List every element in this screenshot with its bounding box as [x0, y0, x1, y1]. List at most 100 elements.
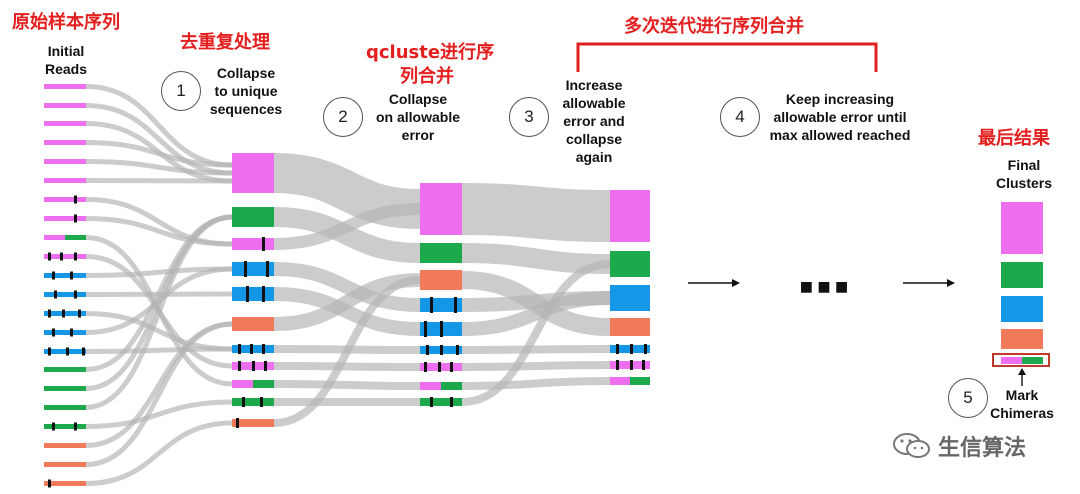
collapse-allowable-label: Collapse on allowable error [366, 90, 470, 144]
initial-read-6 [44, 178, 86, 183]
annotation-final-result: 最后结果 [978, 128, 1050, 149]
unique-pink-chim-mark-3 [264, 361, 267, 371]
flow-initial-8 [85, 216, 233, 247]
inc-line2: allowable [562, 95, 626, 111]
chimera-highlight-box [992, 353, 1050, 367]
initial-read-22-mark-1 [48, 479, 51, 488]
final-clusters-label: Final Clusters [986, 156, 1062, 192]
flow-initial-5 [85, 159, 233, 176]
allow-line3: error [401, 127, 435, 143]
allow-line2: on allowable [375, 109, 460, 125]
initial-read-8-mark-1 [74, 214, 77, 223]
initial-read-11 [44, 273, 86, 278]
read-bars [44, 84, 1043, 486]
initial-read-13-mark-2 [62, 309, 65, 318]
flow-initial-4 [85, 140, 233, 168]
inc-line3: error and [563, 113, 625, 129]
unique-pink-chim-mark-1 [238, 361, 241, 371]
unique-blue-3-mark-3 [262, 344, 265, 354]
initial-read-13-mark-3 [78, 309, 81, 318]
unique-blue-2 [232, 287, 274, 301]
collapse-unique-label: Collapse to unique sequences [198, 64, 294, 118]
final-chimera-left [1001, 357, 1022, 364]
initial-read-21 [44, 462, 86, 467]
initial-read-3 [44, 121, 86, 126]
unique-pink-green-right [253, 380, 274, 388]
annotation-qcluster-1: qcluste进行序 [366, 42, 495, 63]
step-4-badge: 4 [720, 97, 760, 137]
unique-pink-variant [232, 238, 274, 250]
increase-error-label: Increase allowable error and collapse ag… [550, 76, 638, 166]
increase-pink-green-right [630, 377, 650, 385]
unique-blue-1 [232, 262, 274, 276]
initial-read-10-mark-2 [60, 252, 63, 261]
increase-blue-var-mark-2 [630, 344, 633, 354]
unique-pink-chim-mark-2 [252, 361, 255, 371]
flow-unique-11 [273, 276, 421, 427]
allow-pink-chim-mark-2 [438, 362, 441, 372]
initial-read-22 [44, 481, 86, 486]
keep-line3: max allowed reached [769, 127, 911, 143]
initial-read-16 [44, 367, 86, 372]
unique-blue-2-mark-1 [246, 286, 249, 302]
flow-initial-15 [85, 346, 233, 354]
increase-orange-cluster [610, 318, 650, 336]
initial-read-18 [44, 405, 86, 410]
allow-orange-cluster [420, 270, 462, 290]
initial-read-8 [44, 216, 86, 221]
initial-read-19 [44, 424, 86, 429]
allow-blue-2-mark-2 [440, 321, 443, 337]
initial-read-13-mark-1 [48, 309, 51, 318]
initial-read-1 [44, 84, 86, 89]
mark-chimeras-label: Mark Chimeras [982, 386, 1062, 422]
chimera-arrow [1018, 368, 1026, 386]
flow-allow-5 [461, 291, 611, 336]
initial-read-12-mark-1 [54, 290, 57, 299]
flow-bands [85, 84, 611, 486]
initial-read-11-mark-1 [52, 271, 55, 280]
step-1-badge: 1 [161, 71, 201, 111]
arrow-right-2 [903, 279, 955, 287]
initial-read-12 [44, 292, 86, 297]
flow-allow-1 [461, 183, 611, 242]
final-line1: Final [1007, 157, 1041, 173]
initial-line2: Reads [44, 61, 88, 77]
increase-pink-chim-mark-3 [642, 360, 645, 370]
allow-pink-green-right [441, 382, 462, 390]
allow-blue-3-mark-3 [456, 345, 459, 355]
mark-line2: Chimeras [990, 405, 1054, 421]
annotation-dedup: 去重复处理 [180, 32, 270, 53]
initial-read-12-mark-2 [74, 290, 77, 299]
flow-unique-8 [273, 362, 421, 371]
final-pink-cluster [1001, 202, 1043, 254]
initial-read-15 [44, 349, 86, 354]
unique-green-cluster [232, 207, 274, 227]
arrow-right-1 [688, 279, 740, 287]
unique-blue-1-mark-1 [244, 261, 247, 277]
unique-orange [232, 317, 274, 331]
increase-pink-cluster [610, 190, 650, 242]
unique-pink-green-left [232, 380, 253, 388]
initial-read-15-mark-3 [82, 347, 85, 356]
unique-blue-1-mark-2 [266, 261, 269, 277]
flow-initial-18 [85, 214, 233, 410]
flow-unique-4 [273, 262, 421, 312]
allow-green-2 [420, 398, 462, 406]
allow-line1: Collapse [388, 91, 448, 107]
keep-increasing-label: Keep increasing allowable error until ma… [756, 90, 924, 144]
wechat-icon [893, 433, 930, 458]
flow-initial-6 [85, 178, 233, 184]
unique-green-2-mark-2 [260, 397, 263, 407]
watermark-text: 生信算法 [938, 436, 1027, 461]
initial-read-20 [44, 443, 86, 448]
unique-blue-3-mark-2 [250, 344, 253, 354]
flow-unique-1 [273, 153, 421, 229]
initial-read-14-mark-1 [52, 328, 55, 337]
inc-line1: Increase [565, 77, 623, 93]
unique-orange-2-mark-1 [236, 418, 239, 428]
flow-initial-21 [85, 321, 233, 467]
keep-line1: Keep increasing [785, 91, 895, 107]
flow-allow-2 [461, 243, 611, 274]
initial-read-10 [44, 254, 86, 259]
